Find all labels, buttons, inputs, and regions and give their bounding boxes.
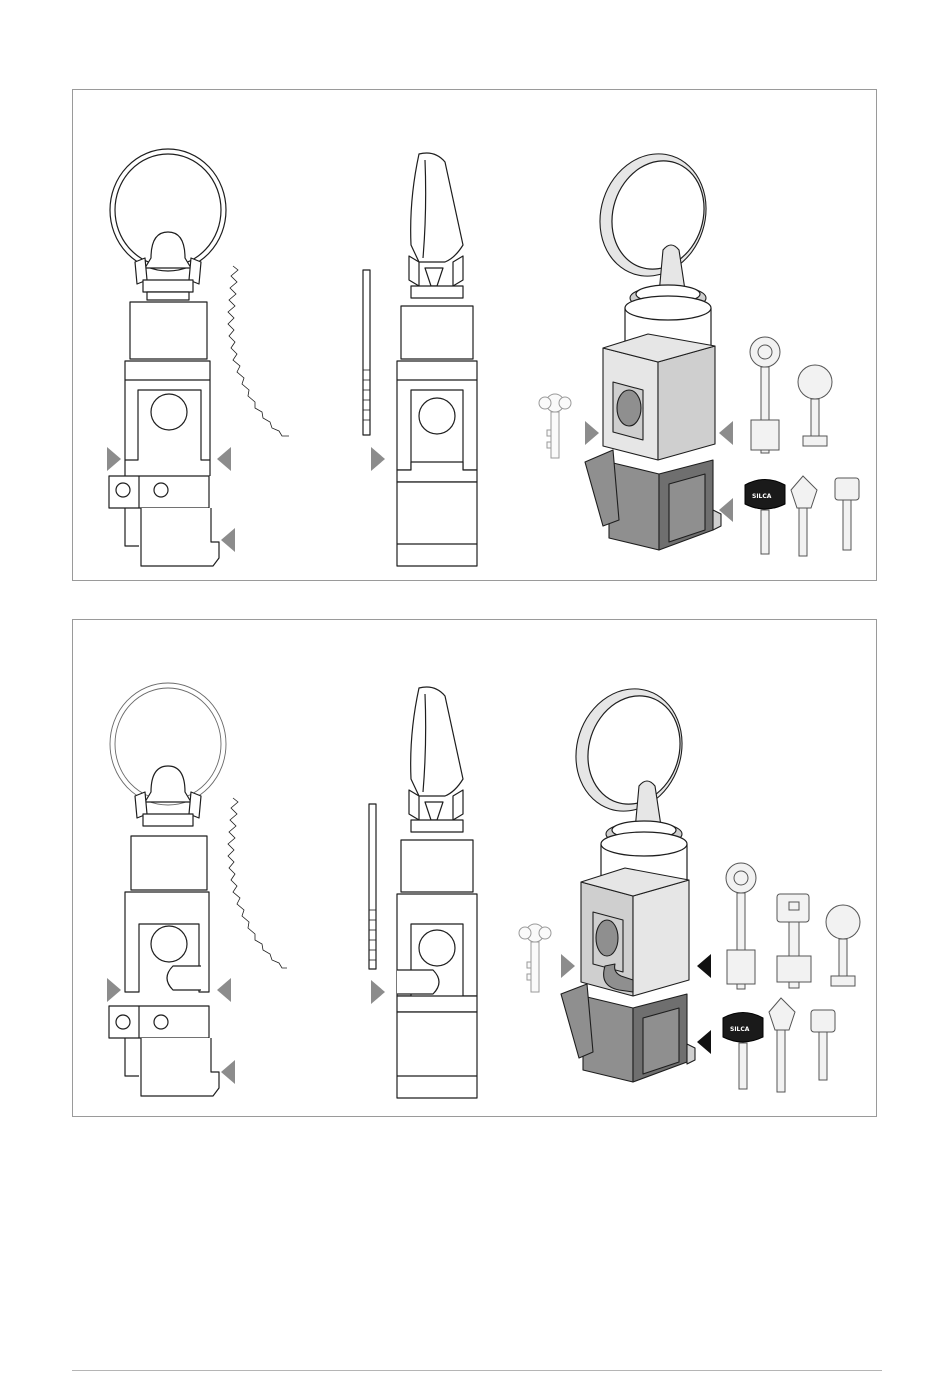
isometric-view-drawing: SILCA bbox=[519, 675, 860, 1092]
arrow-marker bbox=[371, 447, 385, 471]
arrow-marker bbox=[697, 954, 711, 978]
laser-key: SILCA bbox=[745, 480, 785, 555]
motion-path bbox=[228, 798, 287, 968]
arrow-marker bbox=[217, 978, 231, 1002]
key-brand-logo: SILCA bbox=[730, 1026, 750, 1033]
arrow-marker bbox=[217, 447, 231, 471]
arrow-marker bbox=[561, 954, 575, 978]
key-brand-logo: SILCA bbox=[752, 493, 772, 500]
arrow-marker bbox=[107, 978, 121, 1002]
footer-rule bbox=[72, 1370, 882, 1371]
pin-key bbox=[798, 365, 832, 446]
arrow-marker bbox=[585, 421, 599, 445]
figure-panel-bottom: SILCA bbox=[72, 619, 877, 1117]
pin-key bbox=[826, 905, 860, 986]
arrow-marker bbox=[697, 1030, 711, 1054]
arrow-marker bbox=[107, 447, 121, 471]
arrow-marker bbox=[221, 528, 235, 552]
figure-panel-top: SILCA bbox=[72, 89, 877, 581]
front-view-drawing bbox=[107, 683, 287, 1096]
arrow-marker bbox=[371, 980, 385, 1004]
motion-path bbox=[228, 266, 289, 436]
side-view-drawing bbox=[363, 153, 477, 566]
isometric-view-drawing: SILCA bbox=[539, 140, 859, 556]
arrow-marker bbox=[719, 421, 733, 445]
double-bit-key bbox=[791, 476, 817, 556]
arrow-marker bbox=[221, 1060, 235, 1084]
tubular-key bbox=[777, 894, 811, 988]
double-bit-key bbox=[769, 998, 795, 1092]
side-view-drawing bbox=[369, 687, 477, 1098]
front-view-drawing bbox=[107, 149, 289, 566]
laser-key: SILCA bbox=[723, 1013, 763, 1090]
flat-key bbox=[835, 478, 859, 550]
cruciform-key bbox=[539, 394, 571, 458]
dimple-key bbox=[750, 337, 780, 453]
cruciform-key bbox=[519, 924, 551, 992]
dimple-key bbox=[726, 863, 756, 989]
flat-key bbox=[811, 1010, 835, 1080]
